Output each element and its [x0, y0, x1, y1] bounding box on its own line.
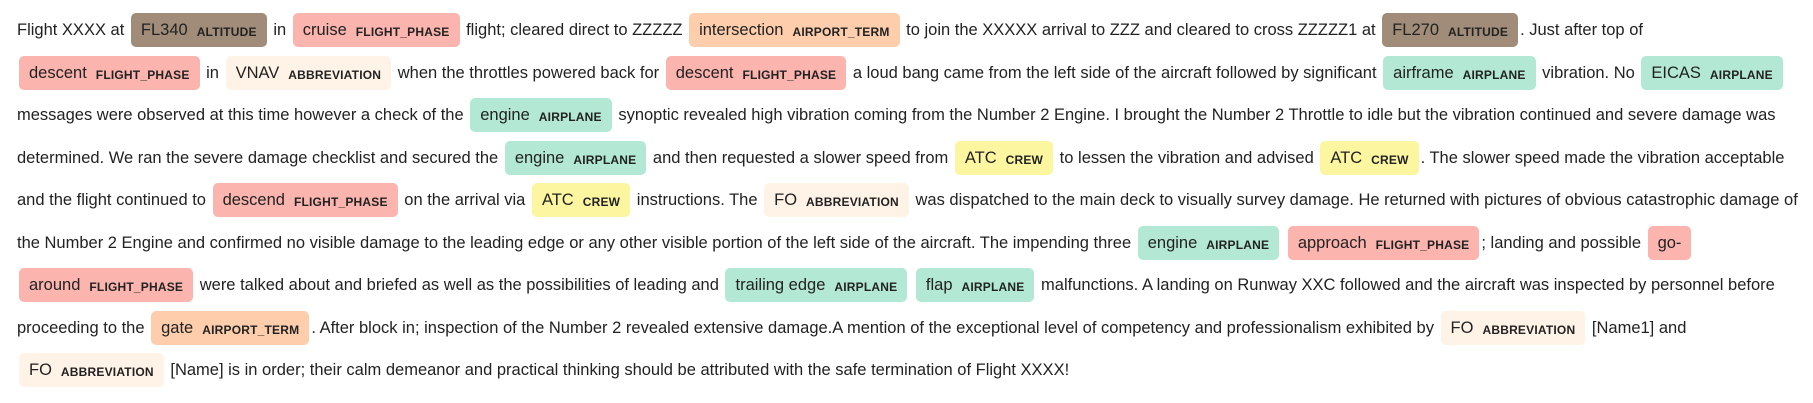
entity-abbreviation: VNAV ABBREVIATION	[225, 55, 392, 90]
entity-text: descend	[222, 191, 285, 209]
entity-flight-phase: approach FLIGHT_PHASE	[1287, 225, 1480, 260]
text-segment: a loud bang came from the left side of t…	[848, 63, 1382, 82]
text-segment	[909, 276, 914, 294]
entity-text: descent	[675, 63, 734, 82]
text-segment: vibration. No	[1537, 63, 1640, 82]
entity-label: AIRPLANE	[538, 110, 602, 124]
entity-airplane: EICAS AIRPLANE	[1641, 55, 1783, 90]
entity-label: FLIGHT_PHASE	[355, 25, 450, 39]
entity-text: ATC	[541, 191, 574, 209]
entity-airplane: flap AIRPLANE	[915, 268, 1035, 302]
entity-label: ALTITUDE	[1448, 25, 1509, 39]
entity-text: FO	[29, 361, 52, 379]
entity-text: ATC	[1330, 148, 1363, 167]
entity-label: AIRPLANE	[1709, 67, 1773, 82]
entity-crew: ATC CREW	[954, 140, 1054, 175]
entity-text: descent	[29, 63, 87, 82]
entity-text: trailing edge	[735, 276, 826, 294]
text-segment: flight; cleared direct to ZZZZZ	[461, 21, 688, 39]
entity-label: CREW	[1371, 152, 1409, 167]
entity-label: AIRPORT_TERM	[792, 25, 890, 39]
entity-airplane: engine AIRPLANE	[504, 140, 647, 175]
entity-crew: ATC CREW	[531, 183, 631, 217]
entity-abbreviation: FO ABBREVIATION	[764, 183, 909, 217]
text-segment: in	[268, 21, 291, 39]
entity-text: engine	[514, 148, 565, 167]
entity-label: FLIGHT_PHASE	[742, 67, 837, 82]
entity-label: FLIGHT_PHASE	[95, 67, 190, 82]
text-segment	[1281, 234, 1286, 252]
entity-text: flap	[925, 276, 953, 294]
entity-text: engine	[480, 106, 530, 124]
entity-text: airframe	[1393, 63, 1454, 82]
text-segment: instructions. The	[632, 191, 763, 209]
entity-text: FO	[774, 191, 798, 209]
entity-label: AIRPLANE	[573, 152, 637, 167]
entity-abbreviation: FO ABBREVIATION	[19, 353, 164, 387]
text-segment: [Name1] and	[1587, 318, 1687, 337]
entity-airplane: engine AIRPLANE	[470, 98, 612, 132]
text-segment: to join the XXXXX arrival to ZZZ and cle…	[901, 21, 1381, 39]
entity-text: ATC	[964, 148, 997, 167]
text-segment: in	[201, 63, 224, 82]
entity-text: EICAS	[1651, 63, 1701, 82]
text-segment: [Name] is in order; their calm demeanor …	[165, 361, 1070, 379]
entity-label: ALTITUDE	[196, 25, 257, 39]
entity-text: approach	[1297, 233, 1367, 252]
entity-text: cruise	[302, 21, 347, 39]
entity-label: CREW	[582, 195, 621, 209]
text-segment: . The slower speed made the vibration ac…	[17, 148, 1785, 210]
entity-label: ABBREVIATION	[288, 67, 382, 82]
entity-airplane: engine AIRPLANE	[1137, 225, 1280, 260]
entity-text: FL340	[140, 21, 188, 39]
entity-label: ABBREVIATION	[60, 365, 154, 379]
entity-label: AIRPLANE	[1206, 237, 1270, 252]
text-segment: Flight XXXX at	[17, 21, 129, 39]
entity-label: ABBREVIATION	[1482, 322, 1576, 337]
entity-text: gate	[161, 318, 194, 337]
entity-label: FLIGHT_PHASE	[1375, 237, 1470, 252]
text-segment: was dispatched to the main deck to visua…	[17, 191, 1798, 252]
entity-text: VNAV	[235, 63, 280, 82]
text-segment: when the throttles powered back for	[393, 63, 664, 82]
entity-airport-term: intersection AIRPORT_TERM	[689, 13, 900, 47]
entity-text: engine	[1147, 233, 1198, 252]
entity-altitude: FL270 ALTITUDE	[1382, 13, 1519, 47]
entity-airplane: airframe AIRPLANE	[1383, 55, 1536, 90]
text-segment: . Just after top of	[1520, 21, 1643, 39]
entity-label: AIRPLANE	[834, 280, 898, 294]
entity-flight-phase: cruise FLIGHT_PHASE	[292, 13, 460, 47]
text-segment: messages were observed at this time howe…	[17, 106, 469, 124]
entity-text: FL270	[1392, 21, 1440, 39]
entity-airport-term: gate AIRPORT_TERM	[151, 310, 310, 345]
entity-flight-phase: descend FLIGHT_PHASE	[212, 183, 398, 217]
entity-text: FO	[1450, 318, 1474, 337]
entity-airplane: trailing edge AIRPLANE	[725, 268, 908, 302]
text-segment: synoptic revealed high vibration coming …	[17, 106, 1776, 167]
entity-text: go-around	[29, 233, 1682, 295]
text-segment: on the arrival via	[399, 191, 530, 209]
text-segment: . After block in; inspection of the Numb…	[311, 318, 1439, 337]
entity-abbreviation: FO ABBREVIATION	[1440, 310, 1586, 345]
text-segment: to lessen the vibration and advised	[1055, 148, 1319, 167]
entity-altitude: FL340 ALTITUDE	[130, 13, 267, 47]
text-segment: ; landing and possible	[1481, 233, 1646, 252]
entity-label: ABBREVIATION	[806, 195, 899, 209]
entity-crew: ATC CREW	[1320, 140, 1419, 175]
entity-label: FLIGHT_PHASE	[89, 280, 184, 294]
entity-label: AIRPLANE	[1462, 67, 1526, 82]
entity-label: AIRPLANE	[961, 280, 1025, 294]
entity-flight-phase: descent FLIGHT_PHASE	[665, 55, 847, 90]
text-segment: and then requested a slower speed from	[648, 148, 953, 167]
text-segment: were talked about and briefed as well as…	[195, 276, 724, 294]
entity-flight-phase: descent FLIGHT_PHASE	[19, 55, 200, 90]
text-segment: malfunctions. A landing on Runway XXC fo…	[17, 276, 1775, 337]
entity-label: CREW	[1005, 152, 1044, 167]
entity-label: AIRPORT_TERM	[202, 322, 300, 337]
entity-label: FLIGHT_PHASE	[293, 195, 388, 209]
entity-text: intersection	[699, 21, 784, 39]
